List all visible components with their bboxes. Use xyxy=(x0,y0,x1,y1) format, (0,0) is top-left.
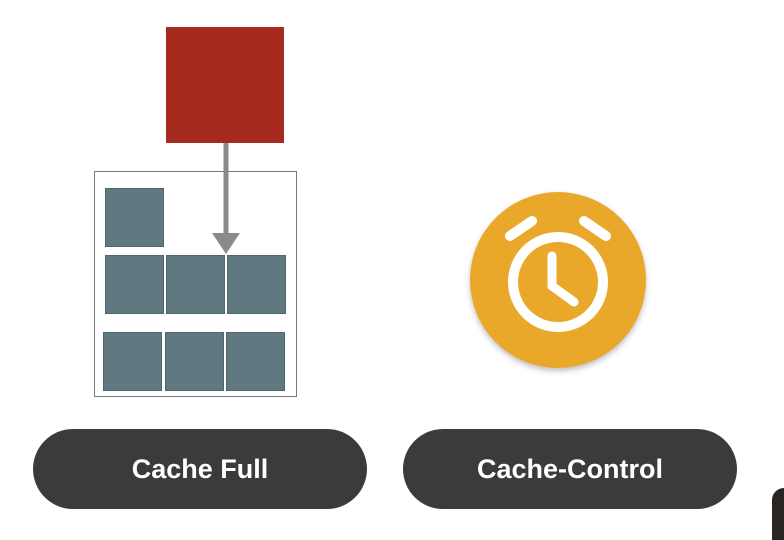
cache-cell xyxy=(103,332,162,391)
cache-full-label: Cache Full xyxy=(33,429,367,509)
cache-cell xyxy=(165,332,224,391)
cache-cell xyxy=(227,255,286,314)
cache-container xyxy=(94,171,297,397)
cache-cell xyxy=(226,332,285,391)
alarm-clock-icon xyxy=(470,192,646,368)
cache-cell xyxy=(105,255,164,314)
cache-cell xyxy=(166,255,225,314)
new-cache-item xyxy=(166,27,284,143)
presenter-silhouette xyxy=(772,488,784,540)
cache-control-label: Cache-Control xyxy=(403,429,737,509)
cache-cell xyxy=(105,188,164,247)
